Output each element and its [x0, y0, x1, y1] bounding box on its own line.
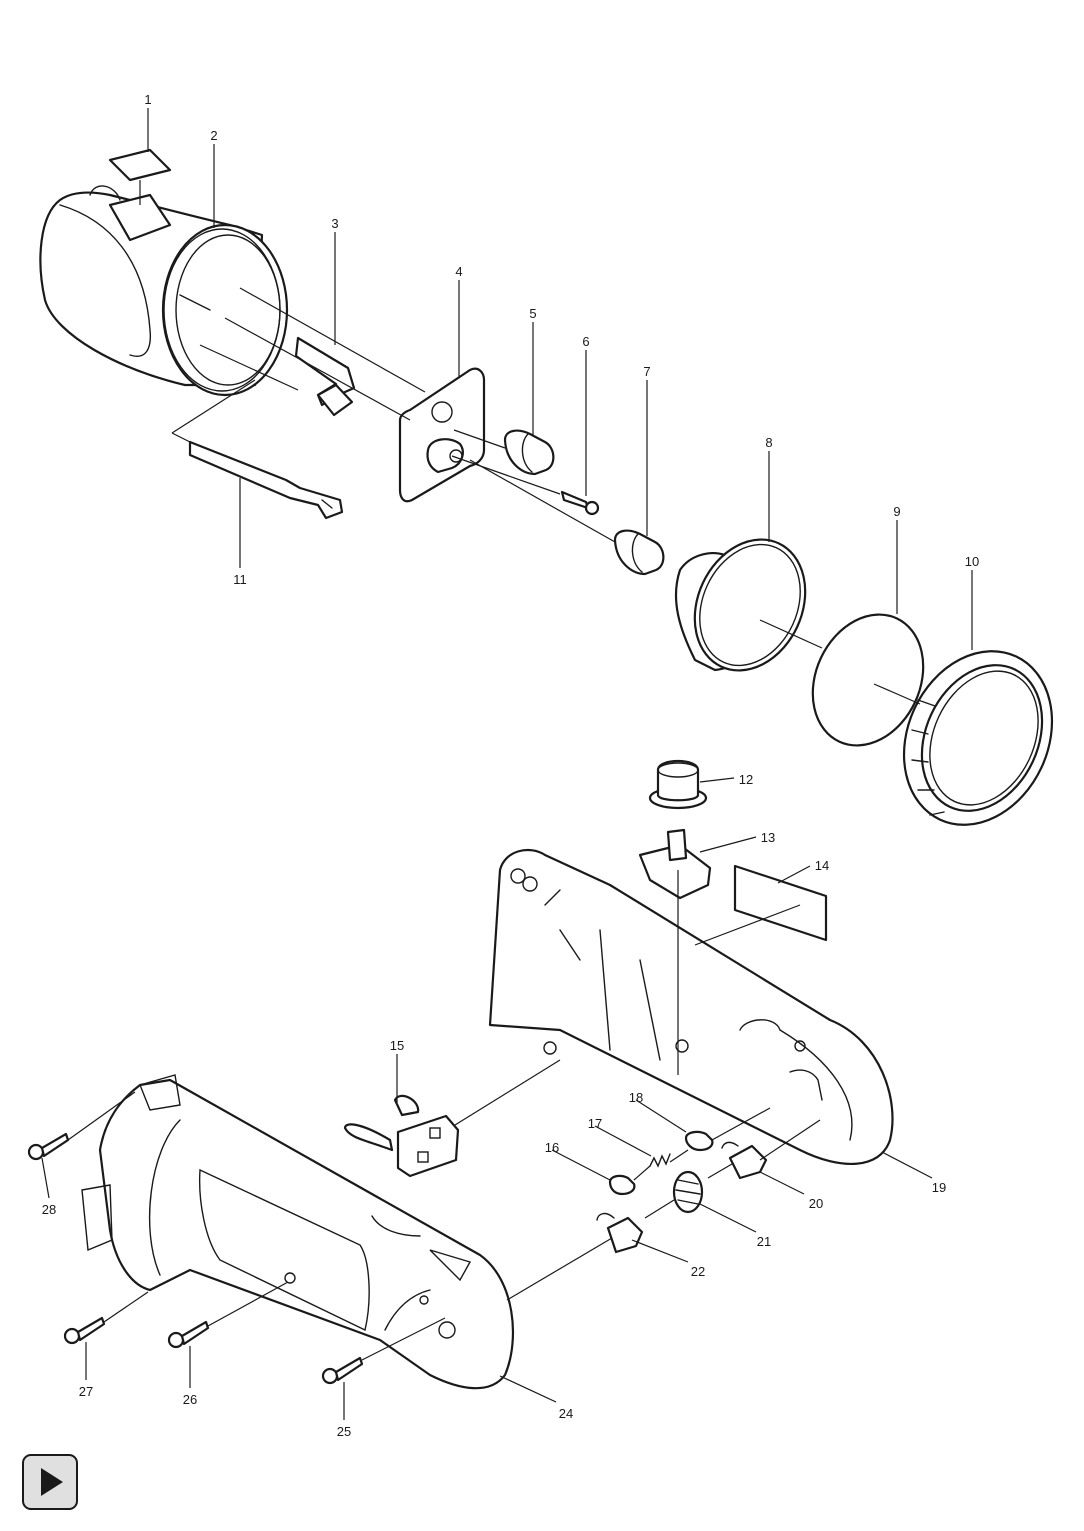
part-label-28: 28	[42, 1202, 56, 1217]
bulb-16	[608, 1174, 636, 1196]
next-page-button[interactable]	[22, 1454, 78, 1510]
lower-housing	[488, 848, 894, 1166]
part-label-11: 11	[233, 572, 247, 587]
play-icon	[41, 1468, 63, 1496]
bezel-ring	[902, 650, 1054, 826]
label-strip	[733, 864, 828, 942]
head-housing	[39, 185, 289, 397]
part-label-21: 21	[757, 1234, 771, 1249]
part-label-22: 22	[691, 1264, 705, 1279]
part-label-24: 24	[559, 1406, 573, 1421]
part-label-3: 3	[331, 216, 338, 231]
part-label-27: 27	[79, 1384, 93, 1399]
socket-20	[721, 1141, 768, 1180]
label-sticker	[108, 148, 172, 182]
screw-25	[321, 1356, 364, 1385]
bulb-7	[613, 529, 665, 576]
part-label-6: 6	[582, 334, 589, 349]
spring-17	[649, 1153, 671, 1168]
part-label-1: 1	[144, 92, 151, 107]
lamp-holder-plate	[398, 367, 486, 503]
terminal	[343, 1094, 460, 1178]
contact-strip	[188, 440, 344, 520]
screw-6	[560, 490, 600, 516]
socket-22	[596, 1212, 644, 1254]
bulb-18	[684, 1130, 714, 1152]
part-label-2: 2	[210, 128, 217, 143]
part-label-5: 5	[529, 306, 536, 321]
part-label-25: 25	[337, 1424, 351, 1439]
part-label-9: 9	[893, 504, 900, 519]
switch	[638, 828, 712, 900]
screw-27	[63, 1316, 106, 1345]
side-cover	[81, 1074, 515, 1390]
part-label-20: 20	[809, 1196, 823, 1211]
callout-leaders	[41, 108, 973, 1420]
screw-26	[167, 1320, 210, 1349]
part-label-7: 7	[643, 364, 650, 379]
part-label-10: 10	[965, 554, 979, 569]
screw-28	[27, 1132, 70, 1161]
part-number-labels: 1 2 3 4 5 6 7 8 9 10 11 12 13 14 15 16 1…	[42, 92, 979, 1439]
assembly-lines	[67, 180, 921, 1361]
contact-plate	[294, 336, 356, 417]
part-label-4: 4	[455, 264, 462, 279]
bulb-5	[503, 429, 555, 476]
spring-21	[672, 1170, 704, 1214]
part-label-16: 16	[545, 1140, 559, 1155]
part-label-14: 14	[815, 858, 829, 873]
switch-cap	[648, 759, 708, 810]
part-label-19: 19	[932, 1180, 946, 1195]
reflector	[674, 538, 807, 672]
part-label-13: 13	[761, 830, 775, 845]
part-label-15: 15	[390, 1038, 404, 1053]
part-label-17: 17	[588, 1116, 602, 1131]
part-label-18: 18	[629, 1090, 643, 1105]
part-label-26: 26	[183, 1392, 197, 1407]
part-label-12: 12	[739, 772, 753, 787]
part-label-8: 8	[765, 435, 772, 450]
